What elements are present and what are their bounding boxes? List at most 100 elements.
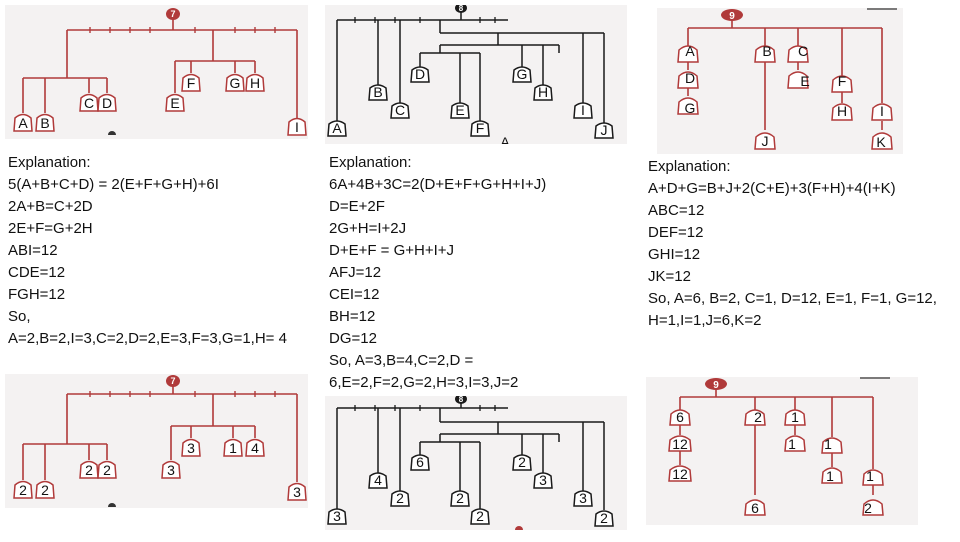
weight-A xyxy=(327,120,347,137)
weight-I-label: I xyxy=(581,102,585,118)
weight-F-label: 2 xyxy=(476,508,484,524)
weight-E-label: 1 xyxy=(788,436,796,452)
weight-G-label: G xyxy=(685,100,696,116)
weight-C xyxy=(784,409,806,426)
weight-C xyxy=(787,45,809,63)
badge-8 xyxy=(455,3,467,13)
weight-E-label: E xyxy=(455,102,464,118)
mobile-8-unknowns-panel: 8 A B C D E F G H I J A xyxy=(325,3,627,150)
explanation-title: Explanation: xyxy=(8,154,91,171)
weight-E xyxy=(450,102,470,119)
weight-A xyxy=(13,480,33,499)
weight-A xyxy=(677,45,699,63)
weight-F-label: F xyxy=(838,73,847,89)
weight-I-label: I xyxy=(880,103,884,119)
answer-line: A=2,B=2,I=3,C=2,D=2,E=3,F=3,G=1,H= 4 xyxy=(8,330,287,347)
badge-7 xyxy=(166,8,180,20)
weight-I-label: 1 xyxy=(866,468,874,484)
weight-J xyxy=(594,510,614,527)
weight-J xyxy=(594,122,614,139)
badge-7-label: 7 xyxy=(170,376,175,386)
weight-K xyxy=(862,499,884,516)
weight-G xyxy=(512,454,532,471)
weight-E-label: 2 xyxy=(456,490,464,506)
weight-H-label: H xyxy=(538,84,548,100)
weight-C-label: 1 xyxy=(791,409,799,425)
equation-line: ABI=12 xyxy=(8,242,58,259)
weight-E-label: E xyxy=(170,95,179,111)
mobile-7-solution-diagram: 7 2 2 2 2 3 3 1 4 3 xyxy=(13,375,307,507)
explanation-2: Explanation: 6A+4B+3C=2(D+E+F+G+H+I+J) D… xyxy=(329,152,629,394)
weight-G xyxy=(677,97,699,115)
equation-line: D=E+2F xyxy=(329,198,385,215)
weight-B-label: B xyxy=(762,43,771,59)
equation-line: GHI=12 xyxy=(648,246,701,263)
weight-C-label: C xyxy=(798,43,808,59)
weight-I xyxy=(871,103,893,121)
badge-9 xyxy=(705,378,727,390)
mobile-8-solution-diagram: 8 3 4 2 6 2 2 2 3 3 2 xyxy=(327,394,614,530)
weight-D xyxy=(410,66,430,83)
weight-I xyxy=(862,469,884,486)
badge-9-label: 9 xyxy=(713,380,719,391)
weight-C xyxy=(79,93,99,112)
weight-E xyxy=(784,435,806,452)
weight-H-label: 1 xyxy=(826,468,834,484)
mobile-8-solution-panel: 8 3 4 2 6 2 2 2 3 3 2 xyxy=(325,394,627,530)
weight-I xyxy=(573,490,593,507)
weight-E xyxy=(787,71,809,89)
badge-7 xyxy=(166,375,180,387)
weight-A-label: 6 xyxy=(676,409,684,425)
mobile-8-unknowns-diagram: 8 A B C D E F G H I J A xyxy=(327,3,614,150)
weight-H xyxy=(533,84,553,101)
mobile-7-unknowns-diagram: 7 A B C D E F G H I xyxy=(13,8,307,136)
weight-D xyxy=(677,71,699,89)
badge-8-label: 8 xyxy=(459,396,464,404)
badge-7-label: 7 xyxy=(170,9,175,19)
equation-line: 5(A+B+C+D) = 2(E+F+G+H)+6I xyxy=(8,176,219,193)
mobile-9-unknowns-panel: 9 A B C D E F G H I J K xyxy=(657,8,903,154)
weight-H xyxy=(831,103,853,121)
explanation-3: Explanation: A+D+G=B+J+2(C+E)+3(F+H)+4(I… xyxy=(648,156,954,332)
weight-B-label: 4 xyxy=(374,472,382,488)
weight-E xyxy=(165,93,185,112)
badge-9-label: 9 xyxy=(729,11,735,22)
weight-J-label: 2 xyxy=(600,510,608,526)
answer-line: So, A=3,B=4,C=2,D = 6,E=2,F=2,G=2,H=3,I=… xyxy=(329,352,519,391)
weight-H xyxy=(245,438,265,457)
equation-line: ABC=12 xyxy=(648,202,705,219)
weight-K-label: 2 xyxy=(864,500,872,516)
weight-F xyxy=(470,120,490,137)
equation-line: 2E+F=G+2H xyxy=(8,220,93,237)
weight-B-label: 2 xyxy=(754,409,762,425)
weight-F xyxy=(181,438,201,457)
weight-G-label: G xyxy=(230,75,241,91)
weight-D-label: 6 xyxy=(416,454,424,470)
weight-A-label: 2 xyxy=(19,482,27,498)
weight-H xyxy=(821,467,843,484)
weight-A-label: A xyxy=(18,115,28,131)
mobile-9-solution-panel: 9 6 2 1 12 1 1 12 1 1 6 2 xyxy=(646,377,918,525)
equation-line: 2G+H=I+2J xyxy=(329,220,407,237)
equation-line: A+D+G=B+J+2(C+E)+3(F+H)+4(I+K) xyxy=(648,180,896,197)
explanation-title: Explanation: xyxy=(329,154,412,171)
answer-line: So, A=6, B=2, C=1, D=12, E=1, F=1, G=12,… xyxy=(648,290,937,329)
weight-D xyxy=(97,93,117,112)
weight-B xyxy=(35,480,55,499)
weight-I xyxy=(287,117,307,136)
weight-D-label: 12 xyxy=(672,436,688,452)
equation-line: CEI=12 xyxy=(329,286,380,303)
explanation-title: Explanation: xyxy=(648,158,731,175)
weight-K-label: K xyxy=(876,134,886,150)
weight-G-label: 12 xyxy=(672,466,688,482)
weight-E-label: 3 xyxy=(167,462,175,478)
weight-J xyxy=(744,499,766,516)
weight-G-label: 2 xyxy=(518,454,526,470)
mobile-7-solution-panel: 7 2 2 2 2 3 3 1 4 3 xyxy=(5,374,308,508)
weight-G-label: G xyxy=(517,66,528,82)
weight-D-label: D xyxy=(102,95,112,111)
weight-K xyxy=(871,132,893,150)
weight-H-label: 4 xyxy=(251,440,259,456)
weight-J-label: J xyxy=(762,133,769,149)
weight-C-label: C xyxy=(84,95,94,111)
